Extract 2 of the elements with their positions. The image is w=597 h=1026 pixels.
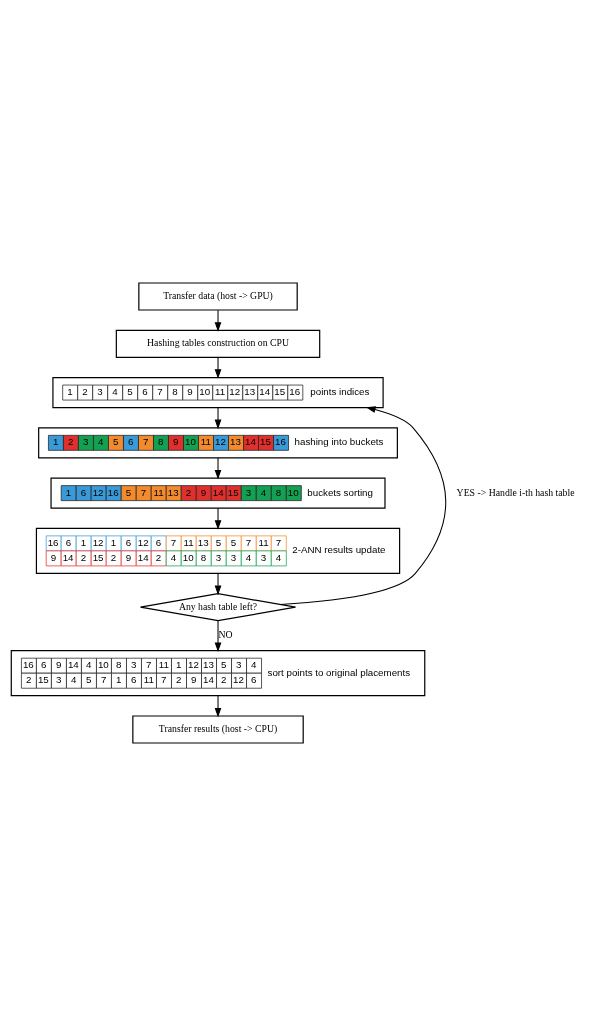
edge-label: NO [218,629,233,641]
edge-label: YES -> Handle i-th hash table [456,486,575,498]
